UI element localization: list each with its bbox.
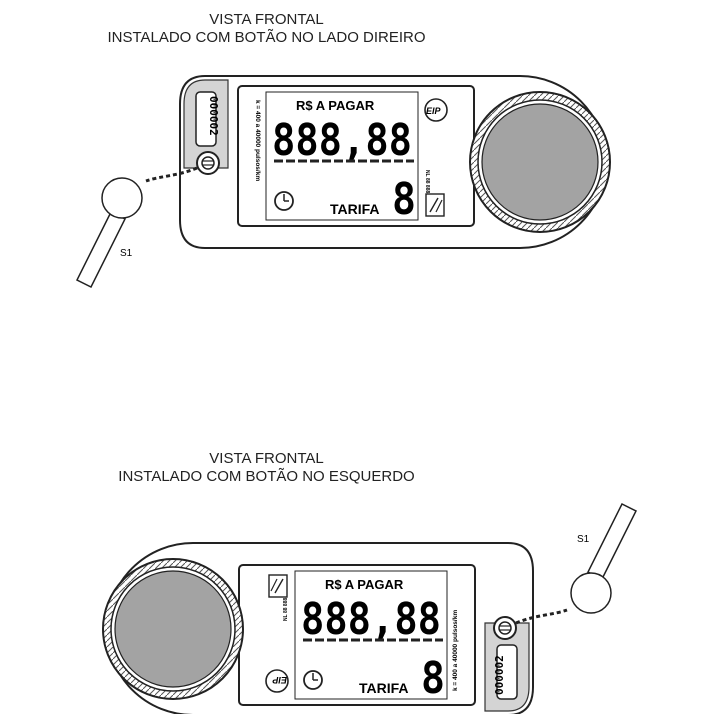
- seal-tag-icon: [75, 177, 143, 289]
- caption-top: VISTA FRONTAL INSTALADO COM BOTÃO NO LAD…: [0, 11, 623, 47]
- seal-tag-icon: [570, 502, 638, 614]
- taximeter-bottom: 000002 k = 400 a 40000 pulsos/km R$ A PA…: [102, 502, 638, 714]
- pulse-range-label: k = 400 a 40000 pulsos/km: [452, 610, 459, 691]
- seal-wire: [515, 608, 568, 625]
- logo-icon: EIP: [265, 669, 289, 693]
- amount-label: R$ A PAGAR: [296, 98, 375, 113]
- status-small-label: NL 88 8888 MAIS: [283, 580, 289, 621]
- status-small-label: NL 88 8888 MAIS: [424, 170, 430, 211]
- clock-icon: [303, 670, 323, 690]
- tariff-label: TARIFA: [359, 680, 409, 696]
- logo-text: EIP: [426, 106, 442, 116]
- caption-top-title: VISTA FRONTAL: [209, 11, 324, 28]
- logo-icon: EIP: [424, 98, 448, 122]
- seal-label: S1: [120, 248, 133, 259]
- flag-indicator-icon: [268, 574, 288, 598]
- caption-bottom-title: VISTA FRONTAL: [209, 450, 324, 467]
- amount-display: 888,88: [272, 115, 412, 166]
- seal-label: S1: [577, 534, 590, 545]
- seal-screw-icon: [493, 616, 517, 640]
- logo-text: EIP: [271, 675, 287, 685]
- knob-button[interactable]: [469, 91, 611, 233]
- serial-plate: [496, 644, 518, 700]
- tariff-display: 8: [421, 653, 445, 704]
- taximeter-top: 000002 k = 400 a 40000 pulsos/km R$ A PA…: [75, 75, 611, 289]
- pulse-range-label: k = 400 a 40000 pulsos/km: [254, 100, 261, 181]
- amount-label: R$ A PAGAR: [325, 577, 404, 592]
- caption-bottom: VISTA FRONTAL INSTALADO COM BOTÃO NO ESQ…: [0, 450, 623, 486]
- seal-wire: [145, 166, 198, 183]
- tariff-label: TARIFA: [330, 201, 380, 217]
- clock-icon: [274, 191, 294, 211]
- flag-indicator-icon: [425, 193, 445, 217]
- seal-screw-icon: [196, 151, 220, 175]
- amount-display: 888,88: [301, 594, 441, 645]
- knob-button[interactable]: [102, 558, 244, 700]
- caption-bottom-subtitle: INSTALADO COM BOTÃO NO ESQUERDO: [118, 468, 415, 485]
- tariff-display: 8: [392, 174, 416, 225]
- serial-plate: [195, 91, 217, 147]
- caption-top-subtitle: INSTALADO COM BOTÃO NO LADO DIREIRO: [107, 29, 426, 46]
- serial-number: 000002: [207, 96, 220, 136]
- serial-number: 000002: [493, 655, 506, 695]
